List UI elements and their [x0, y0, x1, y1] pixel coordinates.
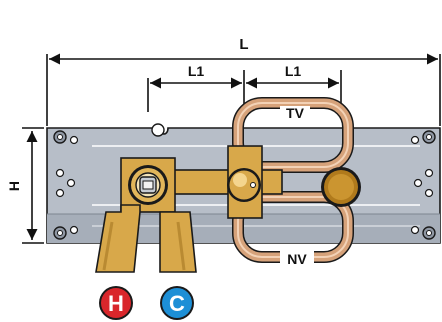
cold-badge-fill	[162, 288, 192, 318]
cold-inlet-badge: C	[160, 286, 194, 320]
holes-mid-right	[413, 168, 434, 198]
holes-mid-left	[55, 168, 76, 198]
hot-badge-fill	[101, 288, 131, 318]
screw-bottom-left	[53, 225, 79, 240]
cold-inlet-label: C	[169, 291, 185, 316]
dimension-l1-left-label: L1	[188, 63, 205, 79]
middle-valve-knob	[227, 168, 261, 202]
hot-inlet-label: H	[108, 291, 124, 316]
screw-bottom-right	[410, 225, 436, 240]
screw-top-right	[410, 130, 436, 145]
mixer-knob	[128, 165, 168, 205]
loop-upper-label: TV	[286, 105, 305, 121]
screw-top-left	[53, 130, 79, 145]
loop-lower-label: NV	[287, 251, 307, 267]
dimension-h-label: H	[6, 181, 22, 191]
right-valve-knob	[321, 167, 361, 207]
dimension-lines	[22, 53, 441, 244]
hot-inlet-badge: H	[99, 286, 133, 320]
dimension-l1-right-label: L1	[285, 63, 302, 79]
loop-upper	[232, 97, 354, 173]
dimension-l-label: L	[239, 36, 248, 53]
